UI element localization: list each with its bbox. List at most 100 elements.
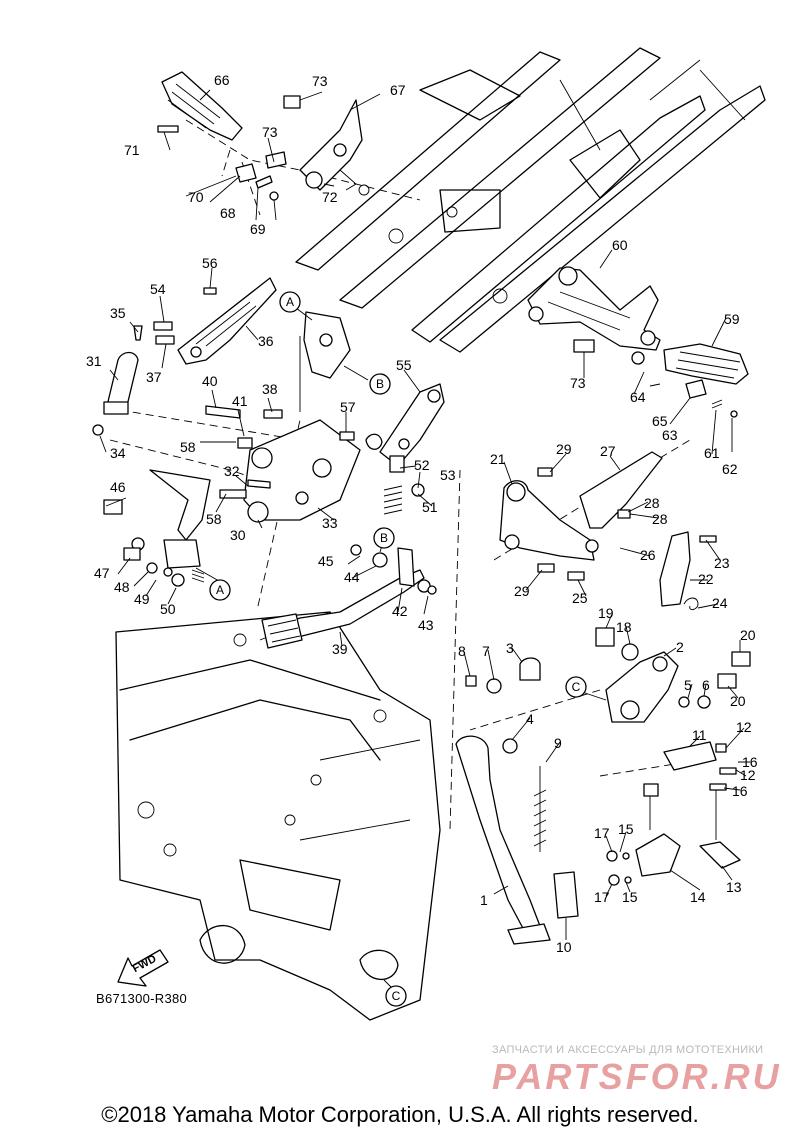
part-number: 59 (724, 311, 740, 327)
part-number: 35 (110, 305, 126, 321)
part-number: 62 (722, 461, 738, 477)
part-number: 40 (202, 373, 218, 389)
brake-switch-group (103, 469, 211, 587)
part-number: 20 (740, 627, 756, 643)
part-number: 45 (318, 553, 334, 569)
part-number: 28 (644, 495, 660, 511)
reference-markers: A A B B C C (209, 291, 587, 1007)
part-number: 67 (390, 82, 406, 98)
part-number: 17 (594, 825, 610, 841)
part-number: 72 (322, 189, 338, 205)
part-number: 38 (262, 381, 278, 397)
part-number: 4 (526, 711, 534, 727)
part-number: 11 (692, 727, 707, 743)
ref-marker: B (380, 531, 388, 545)
fwd-arrow-icon (117, 949, 169, 987)
part-number: 66 (214, 72, 230, 88)
footrest-22 (659, 531, 717, 611)
part-number: 1 (480, 892, 488, 908)
part-number: 16 (742, 754, 758, 770)
part-number: 60 (612, 237, 628, 253)
pedal-bracket-assembly (205, 405, 361, 523)
watermark-tagline: ЗАПЧАСТИ И АКСЕССУАРЫ ДЛЯ МОТОТЕХНИКИ (492, 1044, 764, 1056)
rear-frame-rails (295, 47, 766, 353)
ref-marker: C (392, 989, 401, 1003)
part-number: 32 (224, 463, 240, 479)
shift-arm-31 (92, 325, 143, 436)
part-number: 3 (506, 640, 514, 656)
sidestand-bracket-2 (465, 627, 751, 723)
part-number: 48 (114, 579, 130, 595)
footrest-bracket-67 (265, 95, 363, 191)
part-number: 14 (690, 889, 706, 905)
part-number: 46 (110, 479, 126, 495)
part-number: 44 (344, 569, 360, 585)
part-number: 54 (150, 281, 166, 297)
part-number: 16 (732, 783, 748, 799)
part-number: 15 (622, 889, 638, 905)
ref-marker: A (286, 295, 294, 309)
part-number: 58 (180, 439, 196, 455)
part-number: 13 (726, 879, 742, 895)
part-number: 33 (322, 515, 338, 531)
part-number: 71 (124, 142, 140, 158)
passenger-footrest-59 (631, 343, 749, 418)
ref-marker: C (572, 680, 581, 694)
part-number: 55 (396, 357, 412, 373)
part-number: 17 (594, 889, 610, 905)
part-number: 31 (86, 353, 102, 369)
part-number: 18 (616, 619, 632, 635)
passenger-bracket-27 (499, 451, 663, 581)
footrest-bracket-36 (153, 277, 277, 365)
part-number: 49 (134, 591, 150, 607)
bracket-detail-a (299, 311, 351, 412)
part-number: 12 (740, 767, 756, 783)
part-number: 63 (662, 427, 678, 443)
sidestand-switch-group (606, 741, 741, 886)
part-number: 19 (598, 605, 614, 621)
part-number: 21 (490, 451, 506, 467)
part-number: 41 (232, 393, 248, 409)
part-number: 64 (630, 389, 646, 405)
part-number: 7 (482, 643, 490, 659)
diagram-code: B671300-R380 (96, 991, 188, 1006)
part-number: 25 (572, 590, 588, 606)
part-number: 69 (250, 221, 266, 237)
part-number: 39 (332, 641, 348, 657)
part-number: 26 (640, 547, 656, 563)
part-number: 24 (712, 595, 728, 611)
part-number: 58 (206, 511, 222, 527)
part-number: 70 (188, 189, 204, 205)
part-number: 29 (514, 583, 530, 599)
part-number: 61 (704, 445, 720, 461)
part-number: 57 (340, 399, 356, 415)
part-number: 56 (202, 255, 218, 271)
part-number: 9 (554, 735, 562, 751)
part-number: 47 (94, 565, 110, 581)
passenger-bracket-60 (527, 266, 661, 353)
part-number: 50 (160, 601, 176, 617)
ref-marker: B (376, 377, 384, 391)
part-number: 51 (422, 499, 438, 515)
part-number: 8 (458, 643, 466, 659)
part-number: 20 (730, 693, 746, 709)
part-number: 73 (262, 124, 278, 140)
rider-footrest-left (157, 71, 279, 201)
part-number: 37 (146, 369, 162, 385)
part-number: 73 (570, 375, 586, 391)
part-number: 10 (556, 939, 572, 955)
sidestand-1 (455, 735, 579, 945)
part-number: 27 (600, 443, 616, 459)
part-number: 43 (418, 617, 434, 633)
part-number: 22 (698, 571, 714, 587)
part-number: 15 (618, 821, 634, 837)
part-callouts: 1 2 3 4 5 6 7 8 9 10 11 12 12 13 14 15 1… (86, 72, 758, 955)
part-number: 73 (312, 73, 328, 89)
part-number: 29 (556, 441, 572, 457)
part-number: 34 (110, 445, 126, 461)
part-number: 52 (414, 457, 430, 473)
main-frame (115, 611, 441, 1021)
part-number: 6 (702, 677, 710, 693)
